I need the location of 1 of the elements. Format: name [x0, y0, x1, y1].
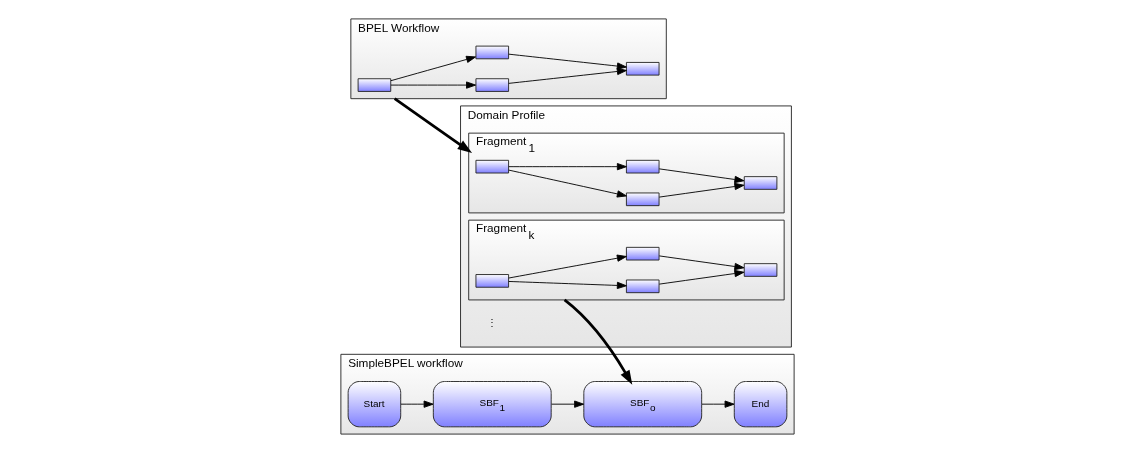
- label: ⋮: [486, 317, 497, 329]
